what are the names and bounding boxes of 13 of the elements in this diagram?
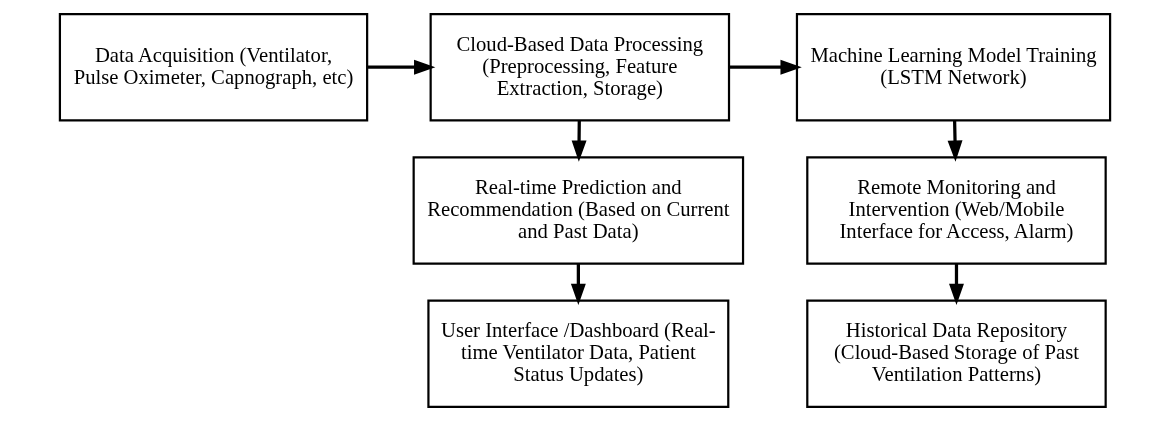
- node-box: Historical Data Repository (Cloud-Based Storage of Past Ventilation Patterns): [806, 299, 1107, 409]
- arrow: [947, 120, 963, 162]
- node-box: Real-time Prediction and Recommendation (Based on Current and Past Data): [412, 156, 745, 265]
- arrow: [571, 120, 587, 162]
- arrow: [729, 59, 802, 75]
- node-box: Machine Learning Model Training (LSTM Network): [795, 12, 1112, 122]
- arrow: [949, 263, 964, 306]
- node-box: Data Acquisition (Ventilator, Pulse Oximeter, Capnograph, etc): [58, 12, 369, 122]
- node-box: Cloud-Based Data Processing (Preprocessing, Feature Extraction, Storage): [429, 12, 731, 122]
- arrow: [367, 59, 436, 75]
- arrow: [570, 263, 586, 306]
- node-box: Remote Monitoring and Intervention (Web/Mobile Interface for Access, Alarm): [806, 156, 1107, 265]
- node-box: User Interface /Dashboard (Real-time Ventilator Data, Patient Status Updates): [427, 299, 730, 409]
